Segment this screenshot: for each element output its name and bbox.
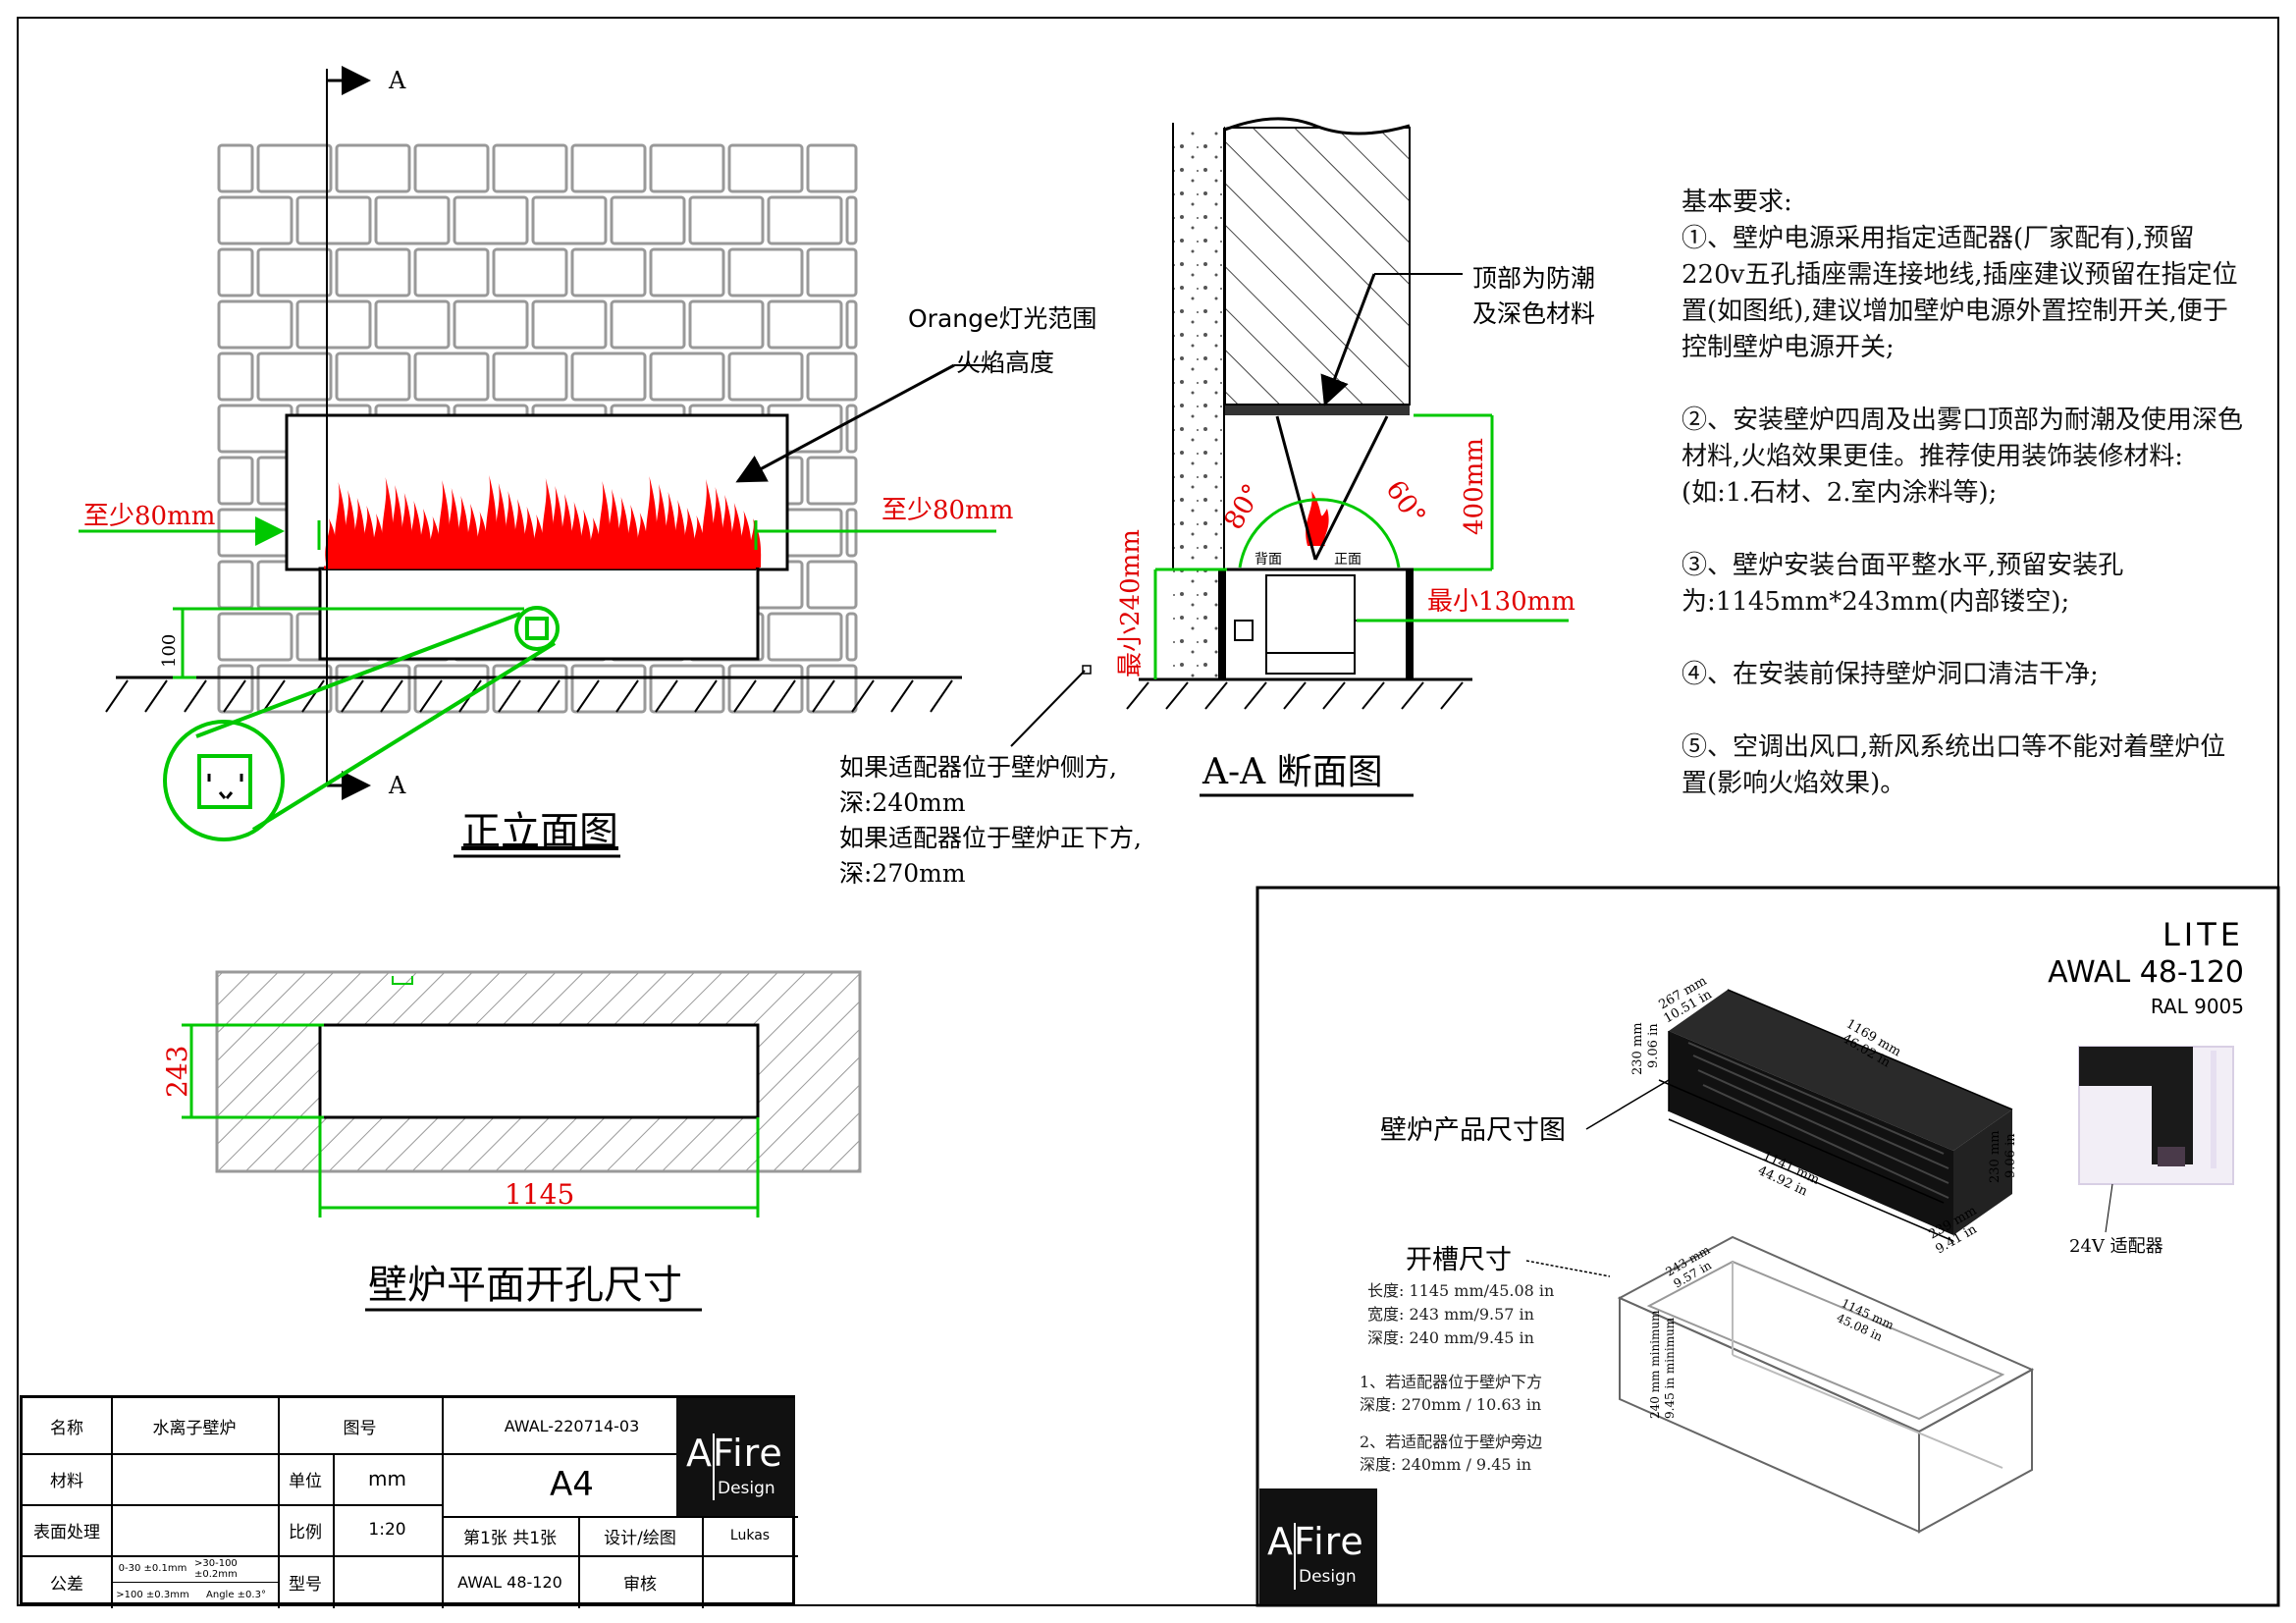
material-label: 材料 <box>50 1471 83 1491</box>
height-min-240: 最小240mm <box>1116 529 1146 677</box>
title-block: 名称 水离子壁炉 图号 AWAL-220714-03 材料 单位 mm A4 表… <box>20 1395 798 1608</box>
sheet-count: 第1张 共1张 <box>462 1528 558 1548</box>
requirement-5: ⑤、空调出风口,新风系统出口等不能对着壁炉位置(影响火焰效果)。 <box>1682 732 2226 798</box>
scale-label: 比例 <box>289 1522 322 1542</box>
section-fireplace-box <box>1265 574 1356 675</box>
unit-value: mm <box>368 1467 406 1490</box>
cut-dim-d-in: 9.45 in minimum <box>1663 1317 1677 1419</box>
afire-logo-product: AFire Design <box>1259 1488 1377 1604</box>
requirements-heading: 基本要求: <box>1682 188 1792 217</box>
section-wall-top <box>1224 127 1411 406</box>
elevation-title: 正立面图 <box>461 809 618 854</box>
section-adapter <box>1234 620 1254 641</box>
section-wall-left <box>1173 128 1224 679</box>
surface-label: 表面处理 <box>33 1522 100 1542</box>
socket-height-label: 100 <box>159 634 180 668</box>
clearance-left-label: 至少80mm <box>83 502 215 531</box>
adapter-note-4: 深:270mm <box>839 859 966 888</box>
front-elevation: A A 至少80mm 至少80mm 100 Orange灯光 <box>79 66 1096 858</box>
requirement-3: ③、壁炉安装台面平整水平,预留安装孔为:1145mm*243mm(内部镂空); <box>1682 551 2124 617</box>
product-render <box>1669 990 2012 1235</box>
tol-b: >30-100 ±0.2mm <box>194 1557 238 1580</box>
designer: Lukas <box>729 1528 771 1543</box>
product-color: RAL 9005 <box>2151 995 2244 1018</box>
callout-flame: 火焰高度 <box>956 349 1054 377</box>
label-back: 背面 <box>1255 552 1282 568</box>
dim-height-left: 230 mm <box>1630 1022 1645 1075</box>
dim-height-right-in: 9.06 in <box>2003 1133 2018 1178</box>
moisture-proof-top <box>1225 406 1410 415</box>
model-value: AWAL 48-120 <box>457 1572 562 1592</box>
cut-note-3: 2、若适配器位于壁炉旁边 <box>1360 1433 1542 1451</box>
name-label: 名称 <box>50 1418 83 1438</box>
product-dim-label: 壁炉产品尺寸图 <box>1380 1115 1566 1146</box>
cut-spec-1: 长度: 1145 mm/45.08 in <box>1367 1281 1554 1300</box>
section-flame <box>1306 491 1329 546</box>
requirement-2: ②、安装壁炉四周及出雾口顶部为耐潮及使用深色材料,火焰效果更佳。推荐使用装饰装修… <box>1682 406 2244 508</box>
section-marker-bottom: A <box>388 772 406 799</box>
drawing-no-label: 图号 <box>343 1418 377 1438</box>
top-note-line1: 顶部为防潮 <box>1472 264 1595 293</box>
fireplace-base <box>318 567 760 661</box>
cutout-wireframe <box>1617 1235 2035 1534</box>
callout-light: Orange灯光范围 <box>908 304 1096 333</box>
dim-height-left-in: 9.06 in <box>1646 1023 1661 1068</box>
requirement-4: ④、在安装前保持壁炉洞口清洁干净; <box>1682 660 2099 689</box>
socket-icon <box>163 606 560 841</box>
cutout-rect <box>318 1023 760 1119</box>
height-400: 400mm <box>1460 438 1489 535</box>
plan-width: 1145 <box>505 1178 574 1211</box>
clearance-dimensions <box>79 516 996 679</box>
afire-logo-titleblock: AFire Design <box>676 1398 795 1516</box>
plan-height: 243 <box>161 1046 193 1098</box>
cut-dim-d: 240 mm minimum <box>1648 1310 1662 1419</box>
cut-note-1: 1、若适配器位于壁炉下方 <box>1360 1373 1542 1391</box>
depth-min-130: 最小130mm <box>1427 587 1575 617</box>
cut-spec-2: 宽度: 243 mm/9.57 in <box>1367 1305 1534 1324</box>
label-front: 正面 <box>1334 552 1362 568</box>
requirements-text: 基本要求: ①、壁炉电源采用指定适配器(厂家配有),预留220v五孔插座需连接地… <box>1682 185 2251 839</box>
design-label: 设计/绘图 <box>604 1528 676 1548</box>
requirement-1: ①、壁炉电源采用指定适配器(厂家配有),预留220v五孔插座需连接地线,插座建议… <box>1682 224 2238 362</box>
cutout-label: 开槽尺寸 <box>1406 1245 1512 1275</box>
section-view: 80° 60° 背面 正面 400mm 最小240mm 最小130mm 顶部为防… <box>839 117 1595 888</box>
plan-title: 壁炉平面开孔尺寸 <box>368 1263 682 1308</box>
cut-spec-3: 深度: 240 mm/9.45 in <box>1367 1328 1534 1347</box>
plan-view: 243 1145 壁炉平面开孔尺寸 <box>161 970 862 1312</box>
clearance-right-label: 至少80mm <box>881 496 1013 525</box>
adapter-image <box>2078 1046 2234 1185</box>
unit-label: 单位 <box>289 1471 322 1491</box>
flame-graphic <box>324 475 762 569</box>
tol-c: >100 ±0.3mm <box>116 1590 189 1600</box>
product-model: AWAL 48-120 <box>2048 955 2244 990</box>
paper-size: A4 <box>550 1465 594 1504</box>
section-marker-top: A <box>388 67 406 94</box>
tol-a: 0-30 ±0.1mm <box>118 1563 187 1574</box>
tolerance-label: 公差 <box>50 1574 83 1595</box>
adapter-caption: 24V 适配器 <box>2069 1236 2163 1257</box>
tol-d: Angle ±0.3° <box>206 1590 266 1600</box>
angle-front: 60° <box>1379 475 1431 531</box>
logo-brand-tb: AFire <box>686 1432 783 1475</box>
adapter-note-2: 深:240mm <box>839 788 966 817</box>
review-label: 审核 <box>623 1574 657 1595</box>
adapter-note-1: 如果适配器位于壁炉侧方, <box>839 753 1117 782</box>
dim-height-right: 230 mm <box>1988 1130 2002 1183</box>
model-label: 型号 <box>289 1574 322 1595</box>
section-title: A-A 断面图 <box>1201 752 1383 792</box>
top-note-line2: 及深色材料 <box>1472 299 1595 328</box>
cut-note-2: 深度: 270mm / 10.63 in <box>1360 1395 1541 1414</box>
scale-value: 1:20 <box>368 1520 406 1540</box>
logo-sub: Design <box>1299 1567 1357 1587</box>
logo-sub-tb: Design <box>718 1479 775 1498</box>
name-value: 水离子壁炉 <box>152 1418 237 1438</box>
cut-note-4: 深度: 240mm / 9.45 in <box>1360 1455 1531 1474</box>
sheet-border <box>17 17 2279 1606</box>
product-line: LITE <box>2163 916 2244 953</box>
logo-brand: AFire <box>1267 1520 1364 1563</box>
drawing-no: AWAL-220714-03 <box>504 1416 640 1435</box>
product-panel: LITE AWAL 48-120 RAL 9005 267 mm 10.51 i… <box>1255 886 2280 1607</box>
adapter-note-3: 如果适配器位于壁炉正下方, <box>839 824 1142 852</box>
